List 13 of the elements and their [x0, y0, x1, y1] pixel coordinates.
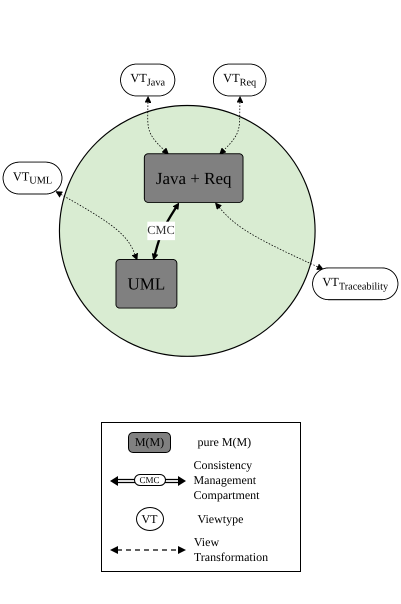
arrow — [144, 96, 169, 154]
edge-label: CMC — [147, 224, 175, 237]
arrow — [56, 191, 138, 260]
legend-text: Viewtype — [198, 512, 244, 526]
arrow — [219, 96, 244, 154]
arrow — [215, 202, 324, 270]
compartment-pill: CMC — [134, 474, 166, 486]
legend-text: Consistency Management Compartment — [194, 458, 260, 503]
legend-text: View Transformation — [194, 535, 270, 565]
legend-text: pure M(M) — [198, 434, 252, 450]
model-sample: M(M) — [128, 432, 172, 452]
cluster — [58, 104, 316, 357]
viewtype-ellipse: VT — [136, 507, 164, 531]
